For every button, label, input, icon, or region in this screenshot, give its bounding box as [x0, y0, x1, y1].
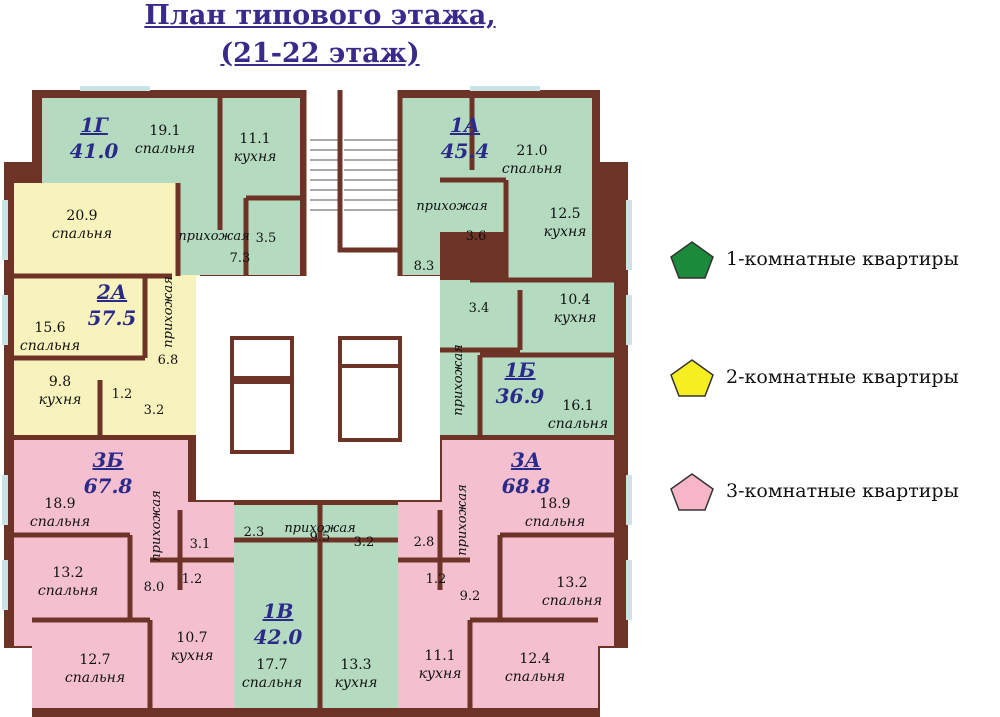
small-area-label: 8.0: [144, 580, 165, 595]
apt-2a-zone: [14, 183, 200, 435]
room-label: кухня: [419, 666, 462, 682]
hallway-label: прихожая: [178, 229, 249, 244]
room-label: спальня: [502, 161, 562, 177]
hallway-label: прихожая: [455, 484, 470, 555]
room-label: кухня: [39, 392, 82, 408]
room-area: 15.6: [34, 320, 65, 336]
room-area: 12.7: [79, 652, 110, 668]
room-area: 18.9: [44, 496, 75, 512]
room-label: кухня: [554, 310, 597, 326]
room-area: 12.4: [519, 651, 550, 667]
small-area-label: 7.3: [230, 251, 251, 266]
small-area-label: 9.5: [310, 530, 331, 545]
room-label: спальня: [135, 141, 195, 157]
small-area-label: 9.2: [460, 589, 481, 604]
room-area: 10.4: [559, 292, 590, 308]
hallway-label: прихожая: [451, 344, 466, 415]
room-label: кухня: [335, 675, 378, 691]
room-label: спальня: [20, 338, 80, 354]
apartment-id: 3Б: [92, 448, 123, 472]
small-area-label: 2.3: [244, 525, 265, 540]
windows: [2, 86, 632, 620]
apt-1a-zone: [400, 98, 592, 280]
legend-item: 2-комнатные квартиры: [668, 358, 1000, 398]
apartment-id: 1В: [263, 599, 294, 623]
room-label: спальня: [38, 583, 98, 599]
room-area: 13.3: [340, 657, 371, 673]
room-label: спальня: [525, 514, 585, 530]
room-area: 10.7: [176, 630, 207, 646]
hallway-label: прихожая: [149, 490, 164, 561]
room-label: кухня: [234, 149, 277, 165]
room-label: спальня: [548, 416, 608, 432]
room-area: 20.9: [66, 208, 97, 224]
small-area-label: 3.6: [466, 229, 487, 244]
apartment-area: 45.4: [441, 139, 490, 163]
legend-label: 3-комнатные квартиры: [726, 480, 959, 502]
room-area: 13.2: [556, 575, 587, 591]
room-area: 21.0: [516, 143, 547, 159]
room-area: 18.9: [539, 496, 570, 512]
room-area: 12.5: [549, 206, 580, 222]
apartment-id: 1Г: [80, 113, 109, 137]
room-area: 19.1: [149, 123, 180, 139]
elevator-shafts: [230, 336, 402, 454]
apt-3a-zone: [398, 440, 614, 708]
room-label: кухня: [544, 224, 587, 240]
plan-title-line1: План типового этажа,: [144, 0, 496, 31]
room-label: спальня: [542, 593, 602, 609]
small-area-label: 2.8: [414, 535, 435, 550]
pentagon-icon: [670, 473, 714, 511]
partition-walls: [14, 90, 614, 708]
apartment-area: 57.5: [88, 306, 137, 330]
legend-item: 1-комнатные квартиры: [668, 240, 1000, 280]
room-area: 17.7: [256, 657, 287, 673]
legend-label: 1-комнатные квартиры: [726, 248, 959, 270]
small-area-label: 1.2: [182, 572, 203, 587]
room-area: 16.1: [562, 398, 593, 414]
small-area-label: 3.2: [144, 403, 165, 418]
room-label: спальня: [242, 675, 302, 691]
room-label: спальня: [505, 669, 565, 685]
small-area-label: 1.2: [112, 387, 133, 402]
small-area-label: 3.2: [354, 535, 375, 550]
room-label: кухня: [171, 648, 214, 664]
apt-1v-zone: [234, 505, 398, 708]
small-area-label: 3.1: [190, 537, 211, 552]
apartment-area: 42.0: [254, 625, 303, 649]
small-area-label: 8.3: [414, 259, 435, 274]
room-label: спальня: [52, 226, 112, 242]
small-area-label: 3.5: [256, 231, 277, 246]
apartment-id: 2А: [96, 280, 127, 304]
stair-steps: [310, 139, 398, 211]
apartment-id: 1А: [450, 113, 480, 137]
room-area: 13.2: [52, 565, 83, 581]
apartment-area: 67.8: [84, 474, 133, 498]
small-area-label: 6.8: [158, 353, 179, 368]
apartment-id: 1Б: [504, 358, 535, 382]
legend-item: 3-комнатные квартиры: [668, 472, 1000, 512]
hallway-label: прихожая: [416, 199, 487, 214]
stair-core: [304, 90, 400, 276]
pentagon-icon: [670, 241, 714, 279]
room-area: 11.1: [424, 648, 455, 664]
apartment-area: 68.8: [502, 474, 551, 498]
apartment-area: 36.9: [496, 384, 545, 408]
room-area: 11.1: [239, 131, 270, 147]
apartment-id: 3А: [511, 448, 541, 472]
apt-3b-zone: [14, 440, 234, 708]
small-area-label: 3.4: [469, 301, 490, 316]
hallway-label: прихожая: [284, 521, 355, 536]
small-area-label: 1.2: [426, 572, 447, 587]
legend-label: 2-комнатные квартиры: [726, 366, 959, 388]
plan-title-line2: (21-22 этаж): [220, 38, 420, 69]
hallway-label: прихожая: [161, 276, 176, 347]
room-area: 9.8: [49, 374, 71, 390]
apartment-area: 41.0: [70, 139, 119, 163]
pentagon-icon: [670, 359, 714, 397]
apt-1g-zone: [42, 98, 300, 275]
room-label: спальня: [30, 514, 90, 530]
room-label: спальня: [65, 670, 125, 686]
